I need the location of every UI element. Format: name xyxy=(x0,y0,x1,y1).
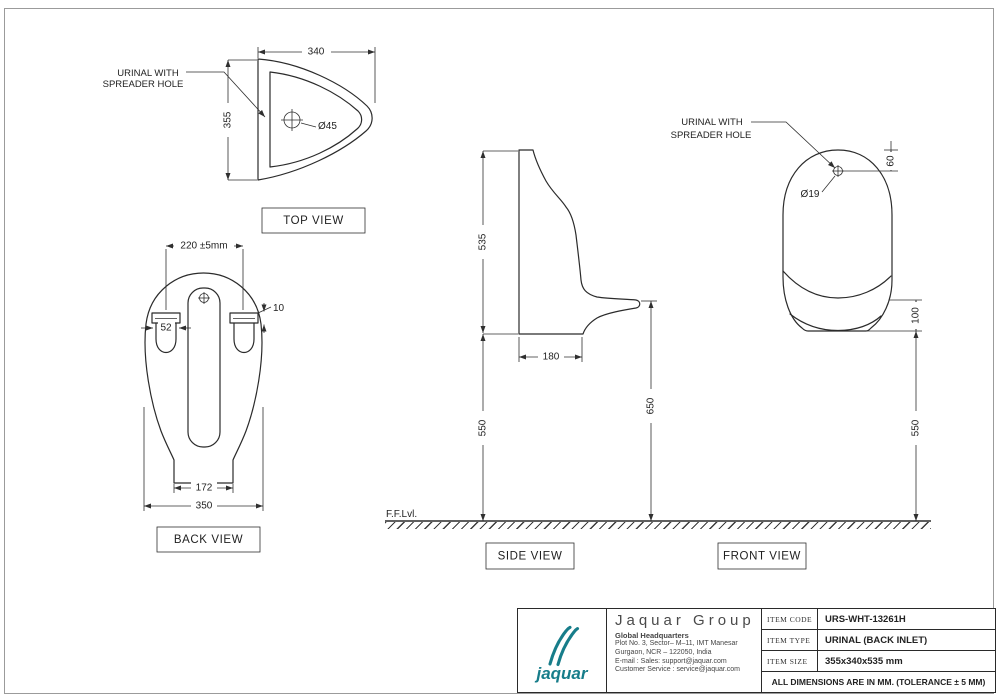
item-code-row: ITEM CODE URS-WHT-13261H xyxy=(762,609,995,630)
hole-dia-leader xyxy=(300,122,317,128)
company-hq: Global Headquarters xyxy=(615,631,689,640)
left-mount-hole-top xyxy=(151,312,181,324)
dim-10: 10 xyxy=(273,303,285,314)
dim-340: 340 xyxy=(308,47,325,58)
front-rim-lower-curve xyxy=(789,313,882,332)
item-type-value: URINAL (BACK INLET) xyxy=(825,634,928,646)
top-view-label-box xyxy=(261,207,366,234)
back-view-label: BACK VIEW xyxy=(174,534,243,546)
left-mount-hole-pocket xyxy=(155,322,177,354)
dim-text-bg xyxy=(158,322,175,334)
sheet-border xyxy=(4,8,994,694)
dim-180: 180 xyxy=(543,352,560,363)
top-view-label: TOP VIEW xyxy=(283,215,344,227)
side-view-profile xyxy=(518,149,641,335)
floor-level-label: F.F.Lvl. xyxy=(386,509,417,520)
dim-535: 535 xyxy=(478,233,489,250)
callout-leader xyxy=(751,121,836,169)
dim-text-bg xyxy=(477,411,490,445)
dim-hole-19: Ø19 xyxy=(801,189,820,200)
item-type-label: ITEM TYPE xyxy=(762,630,818,650)
top-view-outer-outline xyxy=(257,58,373,181)
item-table: ITEM CODE URS-WHT-13261H ITEM TYPE URINA… xyxy=(762,609,995,692)
dim-550-side: 550 xyxy=(478,419,489,436)
dim-leader-10 xyxy=(257,306,272,314)
item-size-value: 355x340x535 mm xyxy=(825,655,903,667)
back-view: 220 ±5mm 52 10 172 350 BACK VIEW xyxy=(141,240,285,553)
dim-text-bg xyxy=(191,500,217,512)
title-block: jaquar Jaquar Group Global Headquarters … xyxy=(517,608,996,693)
company-address-2: Gurgaon, NCR – 122050, India xyxy=(615,648,712,656)
jaquar-logo-mark xyxy=(548,625,580,666)
item-code-label: ITEM CODE xyxy=(762,609,818,629)
dim-text-bg xyxy=(910,411,923,445)
dim-text-bg xyxy=(645,389,658,423)
dim-text-bg xyxy=(174,240,234,252)
dim-60: 60 xyxy=(886,155,897,167)
callout-line2: SPREADER HOLE xyxy=(103,79,184,90)
dim-220: 220 ±5mm xyxy=(180,241,227,252)
dim-text-bg xyxy=(538,351,564,363)
right-mount-hole-top xyxy=(229,312,259,324)
dim-52: 52 xyxy=(160,323,172,334)
ground-hatch xyxy=(385,522,931,529)
company-address-1: Plot No. 3, Sector– M–11, IMT Manesar xyxy=(615,640,738,647)
dim-650: 650 xyxy=(646,397,657,414)
hole-dia-leader xyxy=(821,175,836,193)
dim-text-bg xyxy=(885,152,897,170)
callout-leader xyxy=(186,71,266,118)
callout-line2: SPREADER HOLE xyxy=(671,130,752,141)
callout-line1: URINAL WITH xyxy=(117,68,179,79)
dim-355: 355 xyxy=(223,111,234,128)
side-view-label-box xyxy=(485,542,575,570)
item-size-row: ITEM SIZE 355x340x535 mm xyxy=(762,651,995,672)
dim-text-bg xyxy=(477,225,490,259)
tolerance-note: ALL DIMENSIONS ARE IN MM. (TOLERANCE ± 5… xyxy=(771,677,986,687)
company-email: E-mail : Sales: support@jaquar.com xyxy=(615,657,727,665)
side-view: 535 550 180 650 F.F.Lvl. SIDE VIEW xyxy=(385,149,931,570)
dim-text-bg xyxy=(191,482,217,494)
item-code-value: URS-WHT-13261H xyxy=(825,613,906,625)
dim-100: 100 xyxy=(911,307,922,324)
dim-350: 350 xyxy=(196,501,213,512)
front-rim-upper-curve xyxy=(782,270,892,299)
dim-172: 172 xyxy=(196,483,213,494)
company-info: Jaquar Group Global Headquarters Plot No… xyxy=(607,609,762,692)
top-view: 340 355 Ø45 URINAL WITH SPREADER HOLE TO… xyxy=(103,46,376,234)
dim-text-bg xyxy=(222,103,235,137)
side-view-label: SIDE VIEW xyxy=(498,551,563,563)
callout-line1: URINAL WITH xyxy=(681,117,743,128)
back-view-label-box xyxy=(156,526,261,553)
company-name: Jaquar Group xyxy=(615,612,755,629)
jaquar-logo: jaquar xyxy=(518,609,607,692)
dim-text-bg xyxy=(302,46,331,58)
front-view-label: FRONT VIEW xyxy=(723,551,801,563)
back-inlet-slot xyxy=(187,287,221,448)
front-view: URINAL WITH SPREADER HOLE 60 Ø19 100 550… xyxy=(671,117,923,570)
dim-hole-45: Ø45 xyxy=(318,121,337,132)
back-view-outline xyxy=(144,272,263,484)
dim-text-bg xyxy=(910,302,923,329)
item-type-row: ITEM TYPE URINAL (BACK INLET) xyxy=(762,630,995,651)
jaquar-logo-text: jaquar xyxy=(536,663,588,683)
front-view-outline xyxy=(782,149,893,332)
right-mount-hole-pocket xyxy=(233,322,255,354)
top-view-inner-rim xyxy=(269,71,363,168)
item-size-label: ITEM SIZE xyxy=(762,651,818,671)
company-service: Customer Service : service@jaquar.com xyxy=(615,666,740,674)
dim-550-front: 550 xyxy=(911,419,922,436)
front-view-label-box xyxy=(717,542,807,570)
